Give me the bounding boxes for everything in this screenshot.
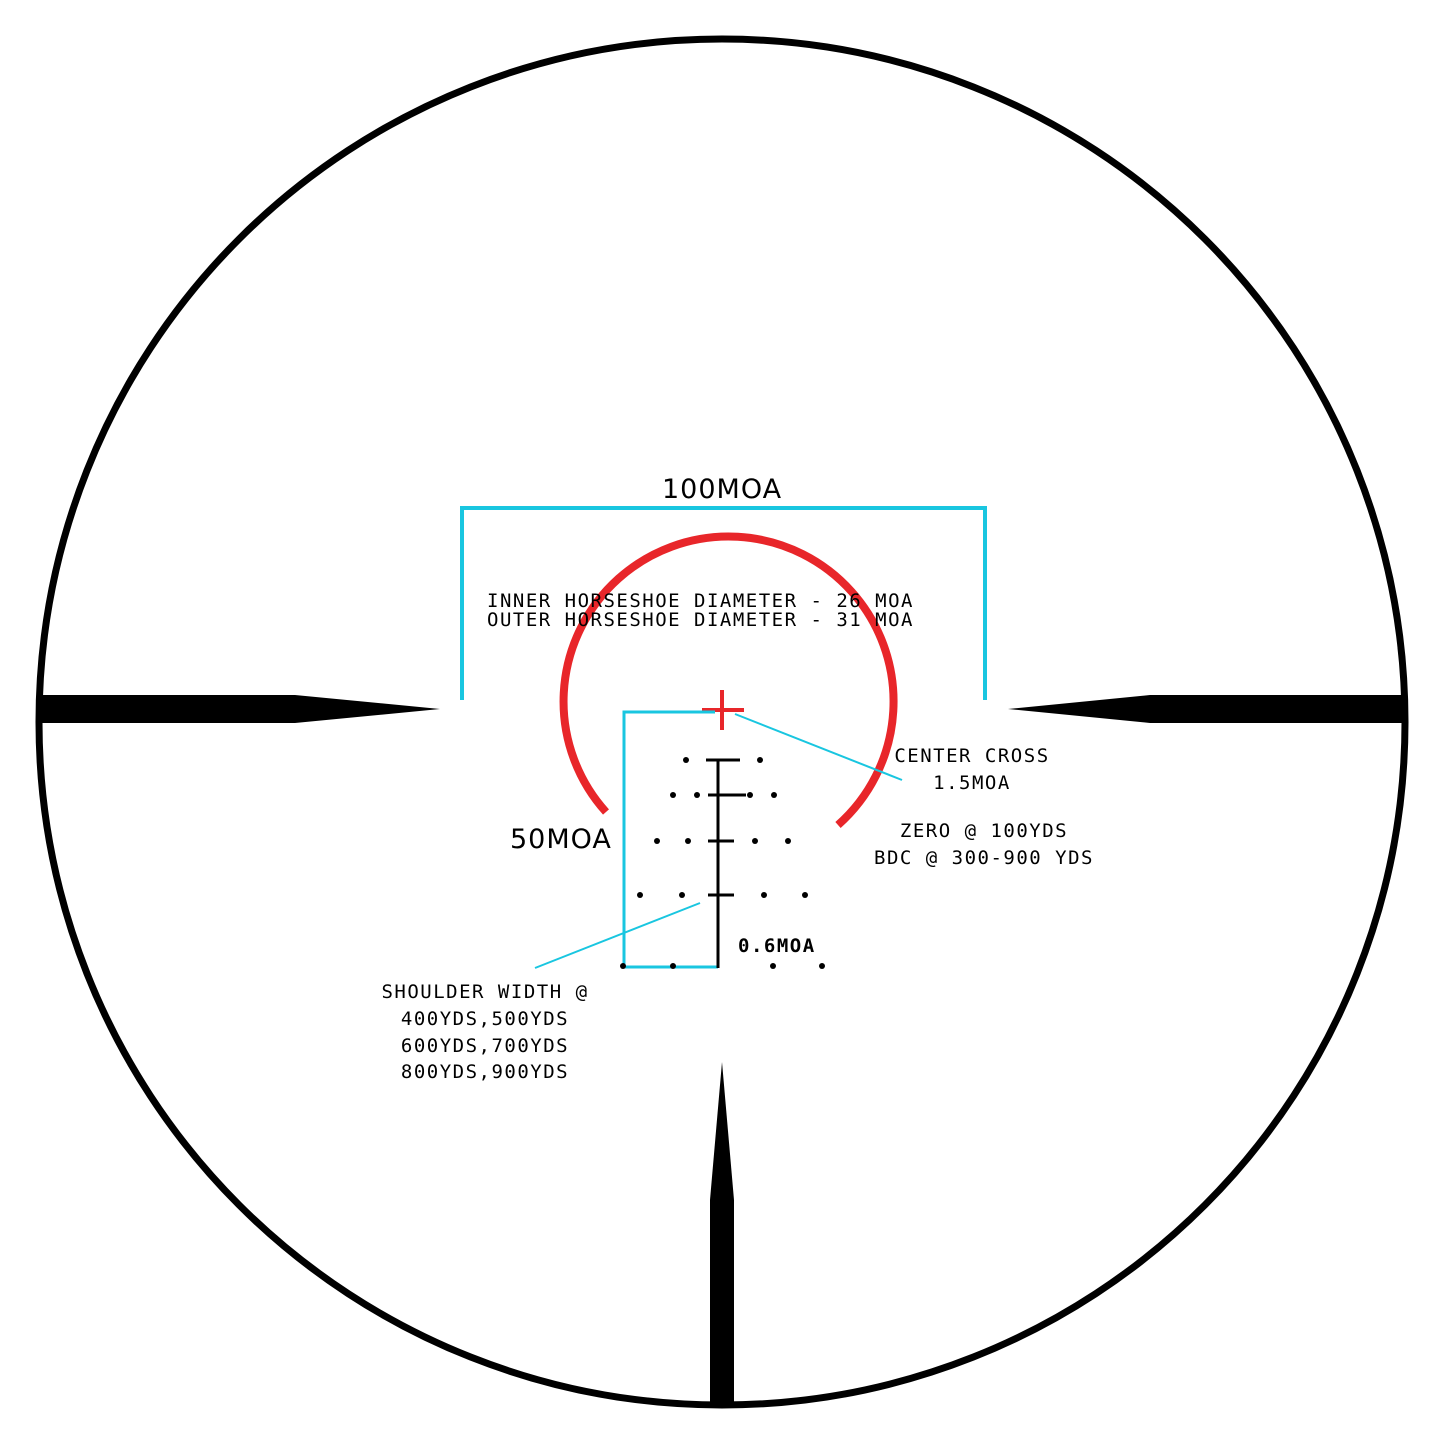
bottom-post <box>710 1062 734 1408</box>
label-shoulder-line1: 400YDS,500YDS <box>400 1008 570 1030</box>
label-bdc: BDC @ 300-900 YDS <box>874 847 1094 869</box>
label-tick-spacing: 0.6MOA <box>738 935 816 957</box>
label-center-cross-value: 1.5MOA <box>933 772 1011 794</box>
label-100moa: 100MOA <box>662 474 783 505</box>
left-post <box>40 695 440 723</box>
right-post <box>1008 695 1405 723</box>
label-shoulder-line2: 600YDS,700YDS <box>400 1035 570 1057</box>
label-shoulder-line3: 800YDS,900YDS <box>400 1061 570 1083</box>
center-cross-leader <box>734 713 903 781</box>
label-shoulder-title: SHOULDER WIDTH @ <box>381 981 589 1003</box>
horseshoe <box>559 532 898 828</box>
label-center-cross-title: CENTER CROSS <box>894 745 1050 767</box>
bdc-stadia <box>706 758 746 968</box>
label-outer-horseshoe: OUTER HORSESHOE DIAMETER - 31 MOA <box>487 609 914 631</box>
label-zero: ZERO @ 100YDS <box>899 820 1069 842</box>
width-bracket-100moa <box>460 506 987 700</box>
holdover-dots <box>620 757 825 969</box>
shoulder-width-leader <box>534 902 701 969</box>
width-bracket-50moa <box>622 710 718 969</box>
center-cross <box>702 690 744 730</box>
label-inner-horseshoe: INNER HORSESHOE DIAMETER - 26 MOA <box>487 590 914 612</box>
label-50moa: 50MOA <box>510 824 612 855</box>
